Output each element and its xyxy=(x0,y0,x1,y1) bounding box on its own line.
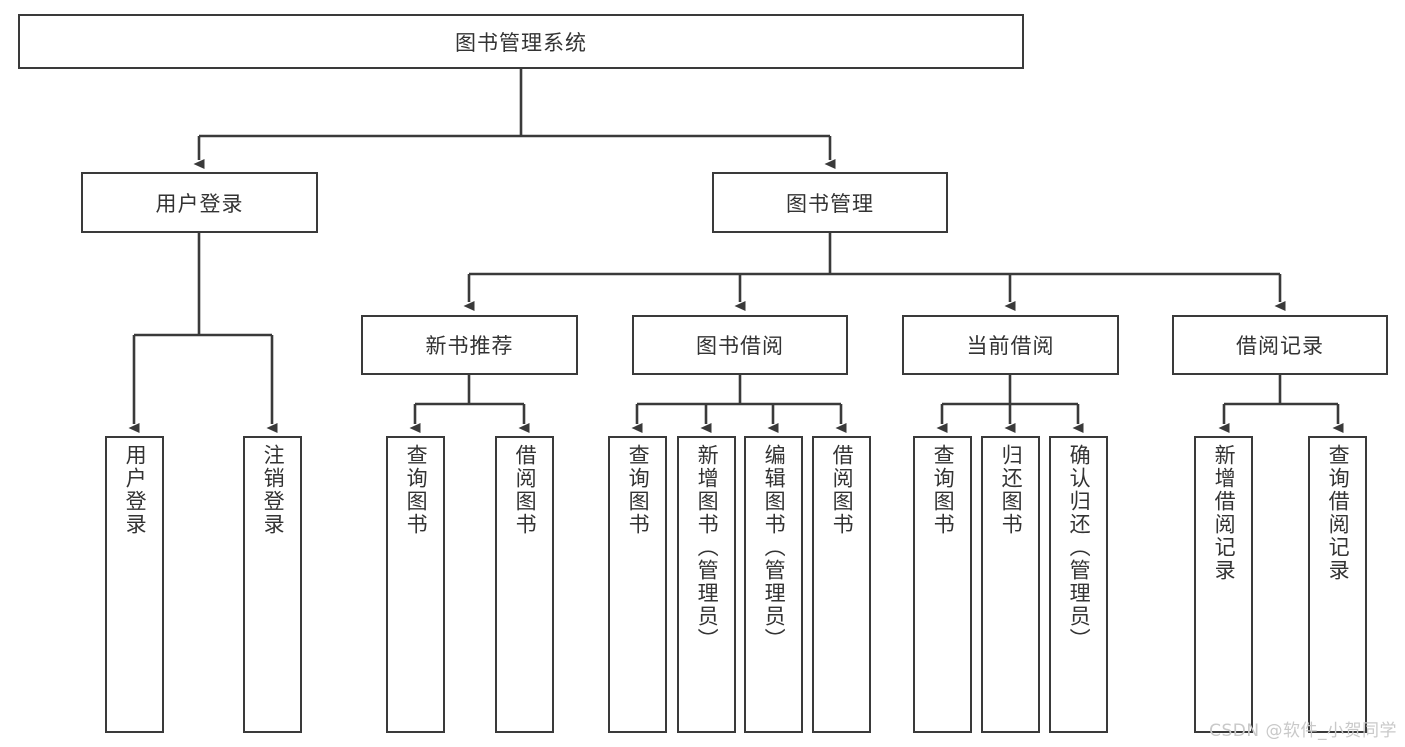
node-label: 当前借阅 xyxy=(966,334,1055,358)
node-book-borrow[interactable]: 图书借阅 xyxy=(632,315,848,375)
node-label: 图书管理系统 xyxy=(455,30,587,55)
leaf-user-login[interactable]: 用户登录 xyxy=(105,436,164,733)
leaf-label: 新增图书（管理员） xyxy=(695,444,720,651)
leaf-label: 注销登录 xyxy=(261,444,286,536)
leaf-add-borrow-record[interactable]: 新增借阅记录 xyxy=(1194,436,1253,733)
leaf-borrow-book-recommend[interactable]: 借阅图书 xyxy=(495,436,554,733)
node-label: 借阅记录 xyxy=(1236,334,1324,358)
node-new-book-recommend[interactable]: 新书推荐 xyxy=(361,315,578,375)
leaf-query-book-recommend[interactable]: 查询图书 xyxy=(386,436,445,733)
leaf-label: 查询借阅记录 xyxy=(1326,444,1351,582)
node-borrow-records[interactable]: 借阅记录 xyxy=(1172,315,1388,375)
leaf-return-book[interactable]: 归还图书 xyxy=(981,436,1040,733)
node-label: 图书借阅 xyxy=(696,334,784,358)
leaf-borrow-book[interactable]: 借阅图书 xyxy=(812,436,871,733)
watermark: CSDN @软件_小贺同学 xyxy=(1209,721,1397,741)
leaf-label: 借阅图书 xyxy=(513,444,538,536)
leaf-label: 查询图书 xyxy=(404,444,429,536)
node-current-borrow[interactable]: 当前借阅 xyxy=(902,315,1119,375)
node-book-management[interactable]: 图书管理 xyxy=(712,172,948,233)
leaf-label: 编辑图书（管理员） xyxy=(762,444,787,651)
leaf-logout[interactable]: 注销登录 xyxy=(243,436,302,733)
leaf-label: 借阅图书 xyxy=(830,444,855,536)
leaf-label: 查询图书 xyxy=(626,444,651,536)
leaf-label: 确认归还（管理员） xyxy=(1067,444,1092,651)
leaf-query-borrow-record[interactable]: 查询借阅记录 xyxy=(1308,436,1367,733)
leaf-query-book-current[interactable]: 查询图书 xyxy=(913,436,972,733)
leaf-query-book-borrow[interactable]: 查询图书 xyxy=(608,436,667,733)
leaf-confirm-return-admin[interactable]: 确认归还（管理员） xyxy=(1049,436,1108,733)
leaf-edit-book-admin[interactable]: 编辑图书（管理员） xyxy=(744,436,803,733)
leaf-label: 归还图书 xyxy=(999,444,1024,536)
node-root-system[interactable]: 图书管理系统 xyxy=(18,14,1024,69)
leaf-label: 新增借阅记录 xyxy=(1212,444,1237,582)
node-user-login[interactable]: 用户登录 xyxy=(81,172,318,233)
node-label: 图书管理 xyxy=(786,191,874,216)
leaf-label: 查询图书 xyxy=(931,444,956,536)
leaf-label: 用户登录 xyxy=(123,444,148,536)
node-label: 用户登录 xyxy=(155,191,244,216)
leaf-add-book-admin[interactable]: 新增图书（管理员） xyxy=(677,436,736,733)
node-label: 新书推荐 xyxy=(425,334,514,358)
